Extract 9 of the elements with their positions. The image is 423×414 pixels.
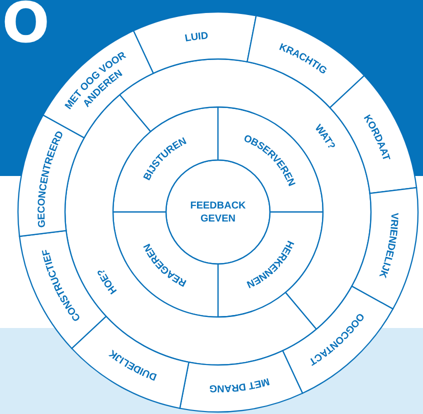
wheel-segment (132, 12, 257, 74)
wheel-segment (17, 114, 85, 237)
center-label: FEEDBACK GEVEN (190, 200, 246, 224)
wheel-segment (246, 15, 365, 108)
wheel-segment (179, 350, 304, 412)
segment-label: LUID (184, 30, 208, 44)
wheel-segment (351, 187, 419, 310)
segment-label: MET DRANG (209, 376, 271, 394)
heading-letter: O (2, 0, 50, 52)
